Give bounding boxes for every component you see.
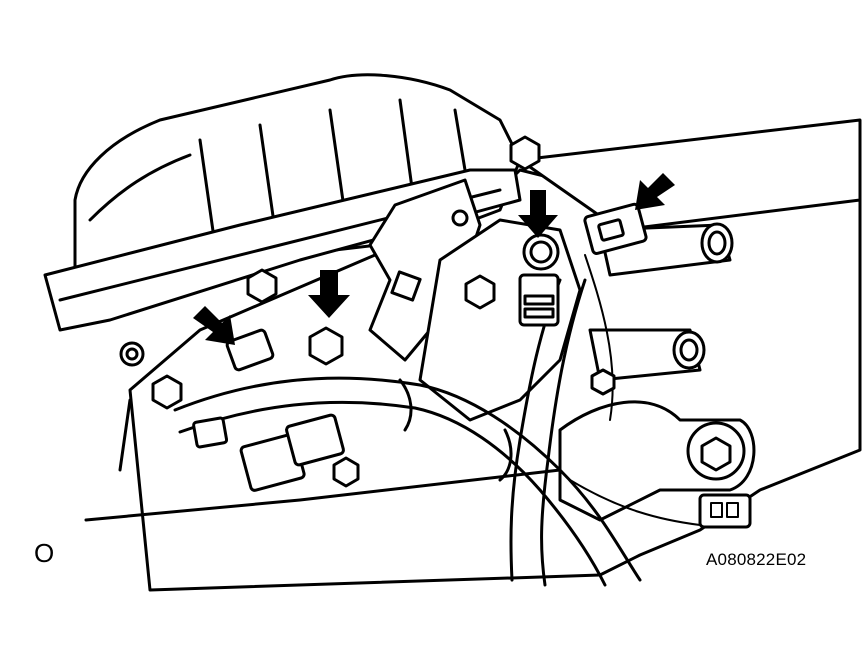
bolt-head: [529, 240, 553, 264]
wire-sleeve: [498, 428, 513, 482]
arrow-icon: [193, 306, 235, 345]
bolt-head: [151, 135, 732, 488]
lower-pipe: [588, 328, 702, 382]
wire: [584, 254, 614, 421]
bracket: [368, 178, 482, 362]
upper-housing: [518, 118, 862, 232]
connector-left: [192, 328, 345, 492]
arrow-icon: [308, 270, 350, 318]
wire-sleeve: [398, 378, 413, 432]
connector-top-right: [583, 202, 648, 255]
wire-harness: [540, 278, 587, 587]
engine-block-bottom-line: [84, 468, 562, 522]
corner-mark: O: [34, 538, 55, 568]
wire-harness: [173, 376, 642, 582]
wire-harness: [178, 400, 607, 587]
valve-cover-rib: [88, 153, 192, 222]
wire: [569, 479, 701, 526]
valve-cover-rib: [198, 138, 217, 247]
arrow-icon: [518, 190, 558, 238]
connector-lower-right: [698, 493, 752, 529]
figure-code: A080822E02: [706, 550, 807, 569]
valve-cover-rib: [258, 123, 277, 232]
sensor: [518, 273, 560, 327]
arrow-icon: [635, 173, 675, 210]
valve-cover-rib: [328, 108, 347, 217]
